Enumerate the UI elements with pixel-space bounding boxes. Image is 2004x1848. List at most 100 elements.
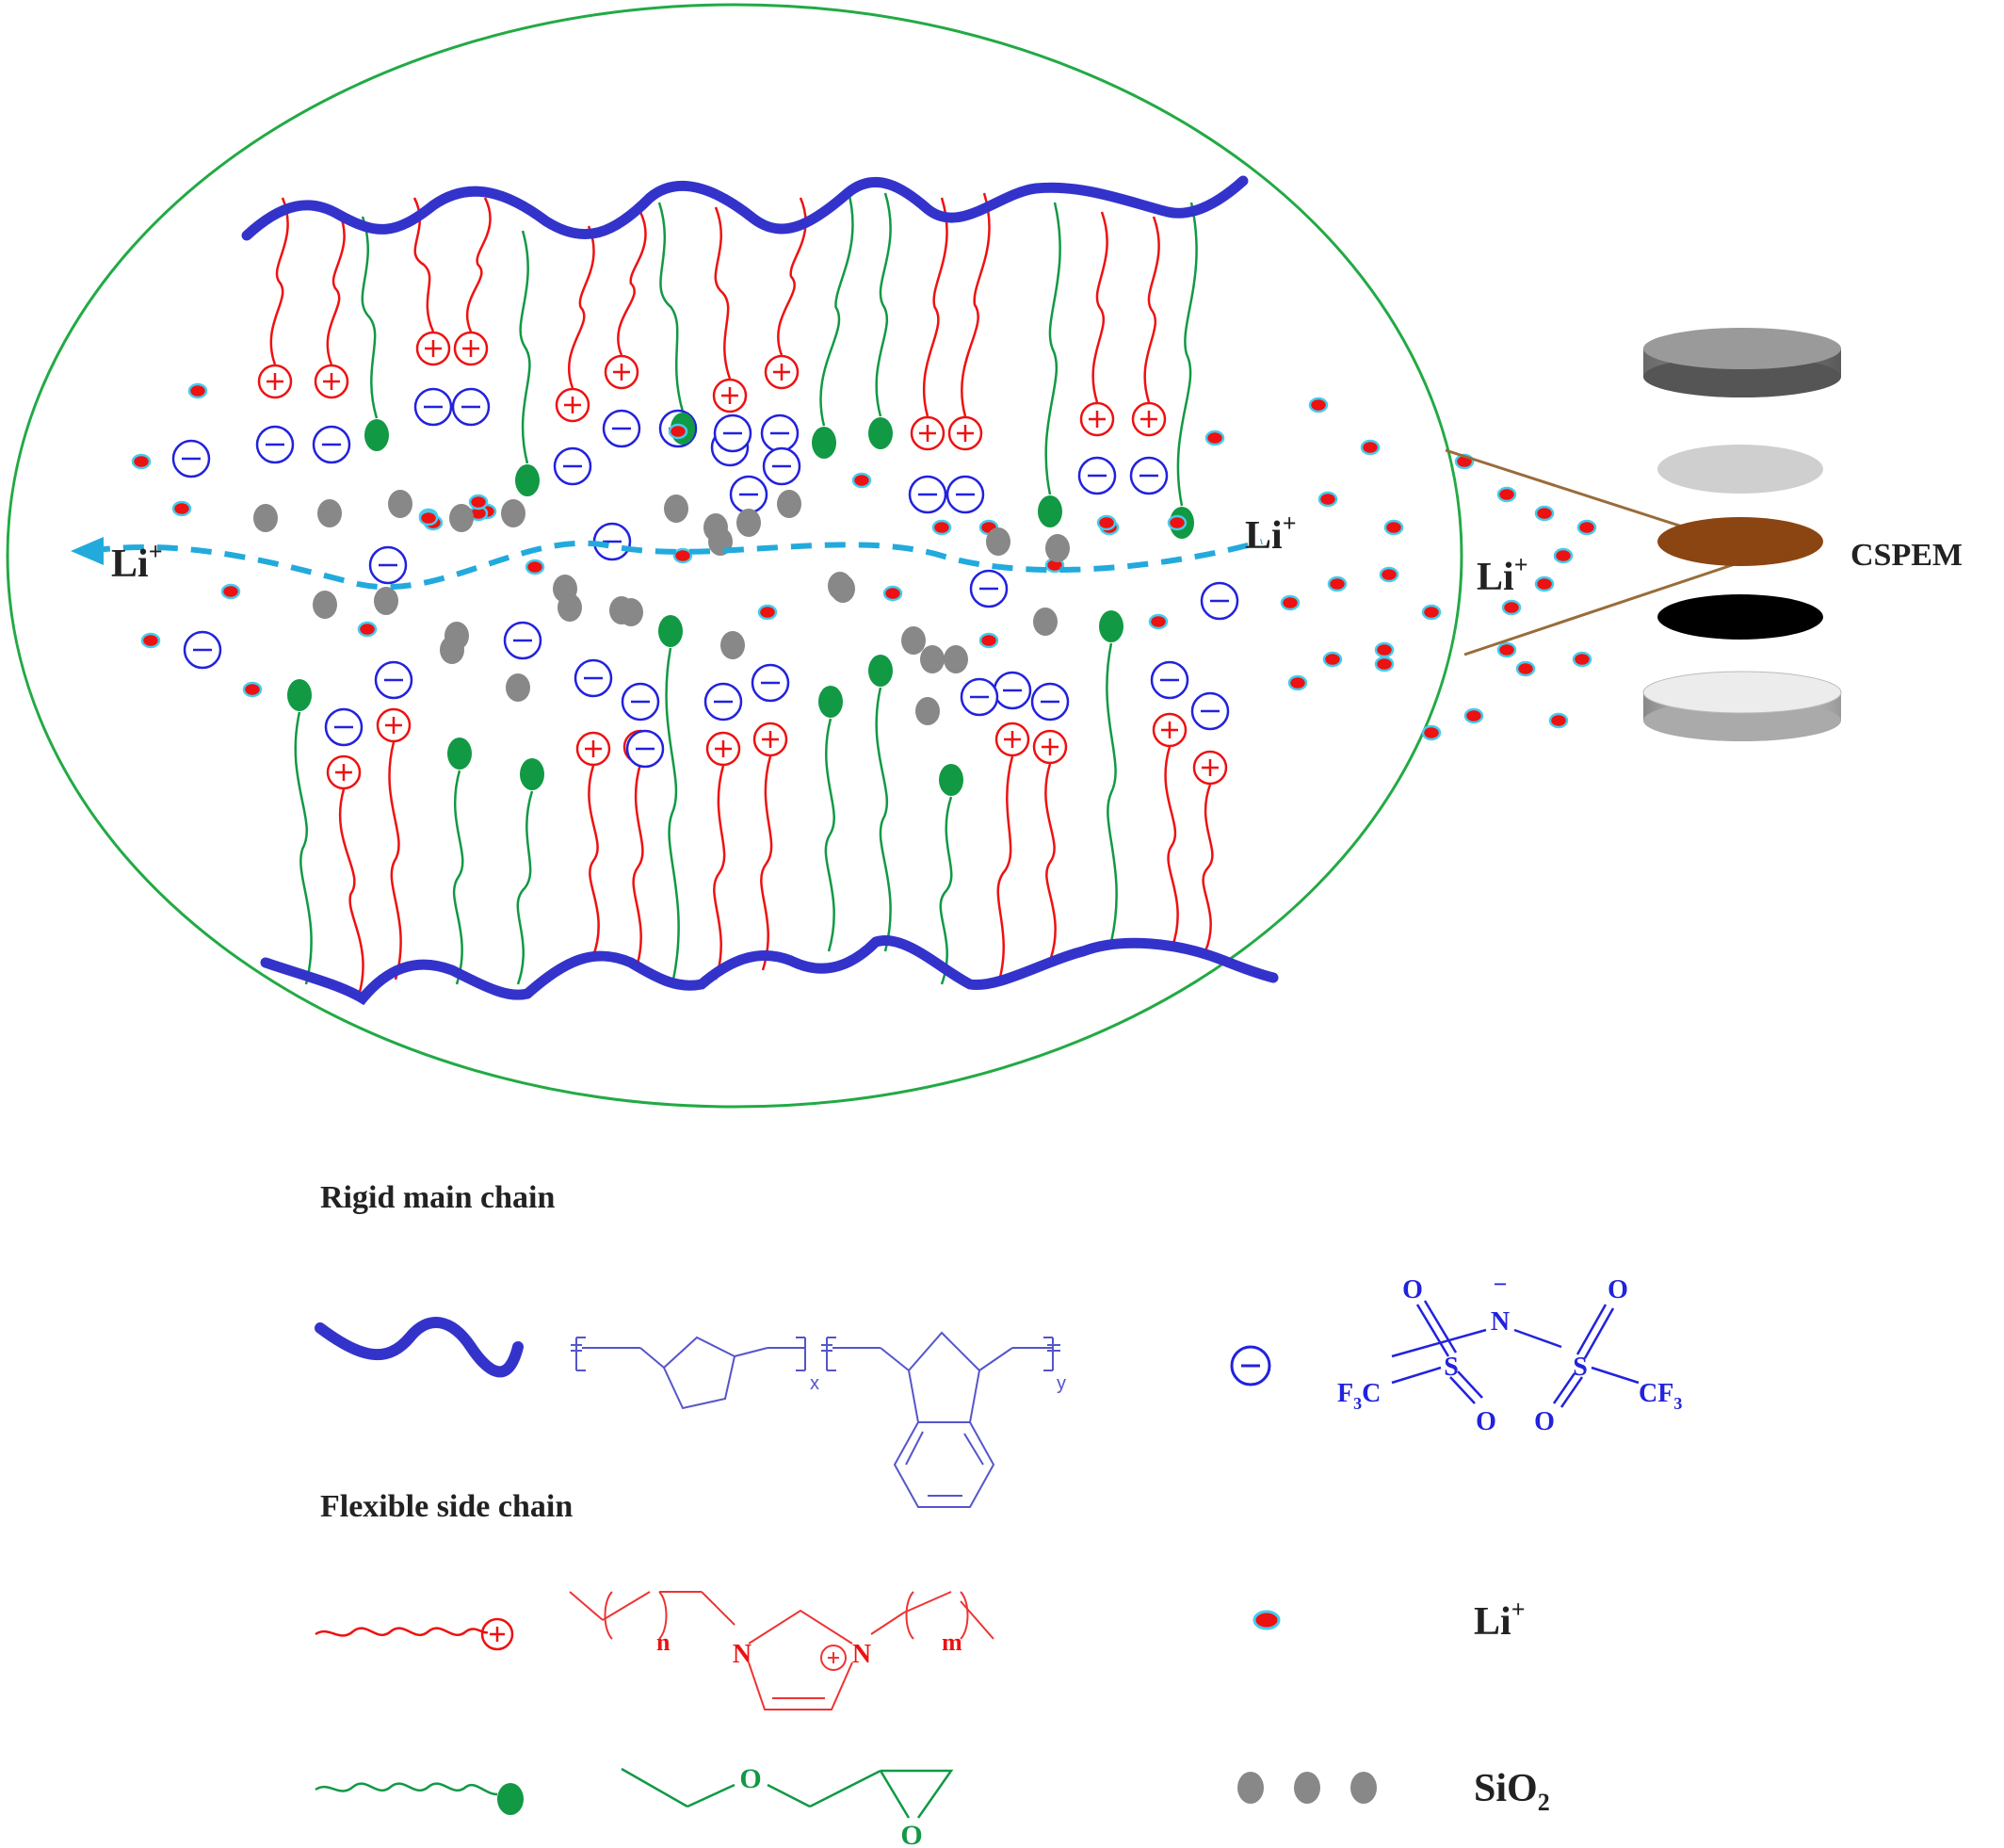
cation-plus-icon — [705, 731, 741, 767]
silica-particle — [253, 504, 278, 532]
tfsi-minus: − — [1494, 1271, 1508, 1298]
cation-side-chain — [269, 197, 289, 365]
epoxy-side-chain — [519, 230, 531, 464]
battery-stack — [1642, 328, 1842, 741]
epoxy-side-chain — [516, 790, 534, 985]
anion-minus-icon — [1150, 660, 1189, 700]
legend-main-chain-sample — [315, 1317, 524, 1378]
silica-particle — [828, 572, 852, 600]
cation-plus-icon — [947, 415, 983, 451]
silica-particle — [388, 490, 412, 518]
anode-layer — [1657, 594, 1823, 640]
li-ion — [757, 604, 778, 621]
tfsi-O-4: O — [1534, 1407, 1555, 1436]
epoxy-side-chain — [453, 770, 464, 985]
cation-plus-icon — [453, 331, 489, 366]
li-ion — [1327, 575, 1348, 592]
cation-plus-icon — [1192, 750, 1228, 786]
epoxy-O-ether: O — [739, 1763, 761, 1794]
anion-minus-icon — [960, 677, 999, 717]
tfsi-F3C: F3C — [1337, 1379, 1381, 1413]
li-ion — [1204, 430, 1225, 446]
cation-side-chain — [760, 755, 773, 971]
silica-particle — [901, 626, 926, 655]
imidazolium-m: m — [942, 1629, 962, 1656]
cation-plus-icon — [752, 721, 788, 757]
tfsi-S-left: S — [1444, 1353, 1459, 1382]
silica-particle — [449, 504, 474, 532]
epoxy-bead — [520, 758, 544, 790]
anion-minus-icon — [762, 446, 801, 486]
anion-minus-icon — [451, 387, 491, 427]
cation-plus-icon — [1079, 401, 1115, 437]
legend-cation-symbol — [480, 1617, 514, 1651]
li-ion — [1421, 724, 1442, 741]
legend-epoxy-chain-sample — [315, 1782, 498, 1796]
cation-side-chain — [412, 197, 435, 332]
li-ion — [851, 472, 872, 489]
cation-side-chain — [713, 765, 726, 981]
magnified-view-ellipse — [6, 3, 1463, 1109]
epoxy-side-chain — [665, 647, 680, 981]
side-chains-layer — [269, 187, 1214, 999]
cspem-layer — [1657, 517, 1823, 566]
epoxy-side-chain — [875, 192, 892, 417]
li-ion — [931, 519, 952, 536]
li-ion — [1308, 397, 1329, 413]
anion-minus-icon — [574, 658, 613, 698]
epoxy-side-chain — [361, 216, 379, 419]
anion-minus-icon — [171, 439, 211, 478]
li-ion — [1317, 491, 1338, 508]
silica-particle — [501, 499, 525, 527]
silica-particle — [664, 494, 688, 523]
epoxy-side-chain — [824, 718, 835, 952]
silica-particle — [374, 587, 398, 615]
cation-side-chain — [567, 225, 595, 389]
epoxy-bead — [818, 686, 843, 718]
li-ion — [1515, 660, 1536, 677]
epoxy-bead — [939, 764, 963, 796]
li-ion — [1379, 566, 1399, 583]
epoxy-side-chain — [1176, 202, 1198, 507]
anion-minus-icon — [255, 425, 295, 464]
anion-minus-icon — [751, 663, 790, 703]
cation-side-chain — [996, 755, 1014, 985]
li-ion — [668, 423, 688, 440]
cation-plus-icon — [764, 354, 800, 390]
cspem-label: CSPEM — [1850, 538, 1963, 573]
epoxy-side-chain — [819, 187, 854, 427]
silica-particle — [736, 509, 761, 537]
silica-particle — [440, 636, 464, 664]
li-ion — [1572, 651, 1592, 668]
legend-tfsi-structure — [1391, 1300, 1640, 1408]
tfsi-CF3: CF3 — [1639, 1379, 1682, 1413]
repeat-unit-x: x — [810, 1373, 819, 1394]
anion-minus-icon — [324, 707, 364, 747]
cation-plus-icon — [257, 364, 293, 399]
cation-plus-icon — [376, 707, 412, 743]
epoxy-bead — [515, 464, 540, 496]
epoxy-side-chain — [1106, 642, 1118, 943]
cation-plus-icon — [712, 378, 748, 413]
legend-flexible-title: Flexible side chain — [320, 1489, 573, 1524]
li-ion — [220, 583, 241, 600]
li-ion — [1496, 486, 1517, 503]
anion-minus-icon — [1030, 682, 1070, 721]
main-chains-layer — [241, 175, 1279, 1006]
repeat-unit-y: y — [1057, 1373, 1066, 1394]
silica-particle — [1045, 534, 1070, 562]
epoxy-bead — [658, 615, 683, 647]
silica-particle — [506, 673, 530, 702]
silica-particle — [553, 575, 577, 603]
main-chain-bottom — [260, 935, 1279, 1006]
anion-minus-icon — [183, 630, 222, 670]
transport-arrow-head — [71, 537, 104, 565]
li-ion — [525, 559, 545, 575]
cation-side-chain — [777, 197, 807, 356]
epoxy-bead — [447, 738, 472, 770]
silica-particle — [920, 645, 945, 673]
cation-side-chain — [714, 206, 732, 380]
anion-minus-icon — [760, 413, 800, 453]
epoxy-side-chain — [1044, 202, 1061, 495]
cation-plus-icon — [326, 754, 362, 790]
